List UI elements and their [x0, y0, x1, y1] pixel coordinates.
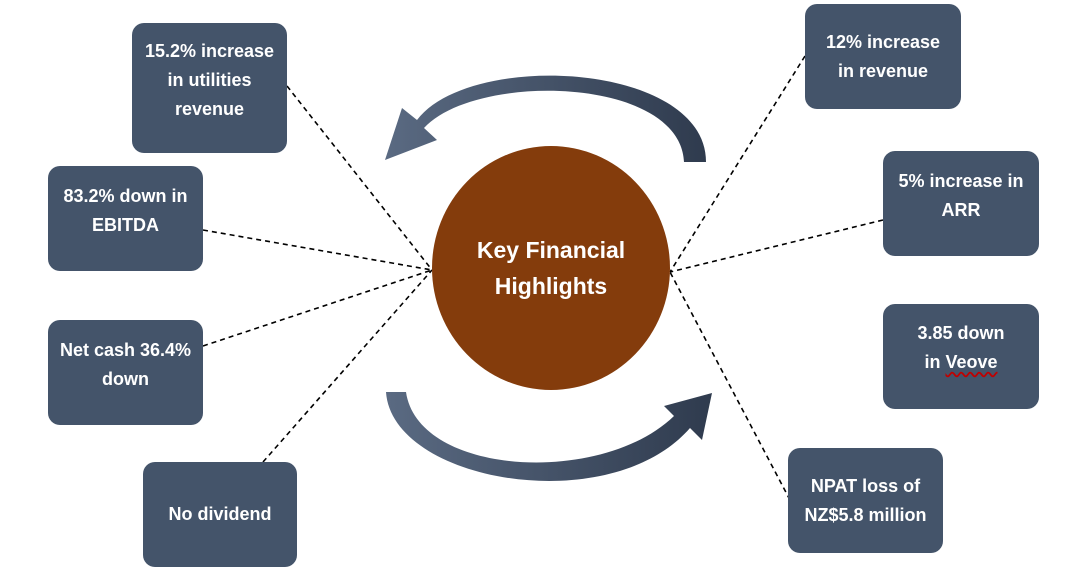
connector-utilities: [286, 85, 433, 271]
center-title: Key Financial Highlights: [476, 237, 626, 299]
highlight-revenue-text: 12% increase in revenue: [825, 31, 941, 81]
cycle-arrow-top: [385, 75, 706, 162]
center-circle: Key Financial Highlights: [432, 146, 670, 390]
connector-ebitda: [202, 229, 433, 271]
highlight-net-cash: Net cash 36.4% down: [48, 320, 203, 425]
highlight-veove: 3.85 down in Veove: [883, 304, 1039, 409]
highlight-npat: NPAT loss of NZ$5.8 million: [788, 448, 943, 553]
highlight-veove-text: 3.85 down in Veove: [907, 319, 1015, 377]
connector-revenue: [669, 55, 806, 273]
highlight-ebitda-text: 83.2% down in EBITDA: [63, 186, 188, 235]
highlight-arr: 5% increase in ARR: [883, 151, 1039, 256]
highlight-npat-text: NPAT loss of NZ$5.8 million: [804, 475, 927, 525]
connector-arr: [669, 219, 884, 273]
connector-net-cash: [202, 269, 433, 347]
connector-npat: [669, 271, 791, 501]
highlight-dividend-text: No dividend: [168, 504, 272, 524]
highlight-ebitda: 83.2% down in EBITDA: [48, 166, 203, 271]
highlight-revenue: 12% increase in revenue: [805, 4, 961, 109]
highlight-arr-text: 5% increase in ARR: [898, 171, 1024, 220]
highlight-dividend: No dividend: [143, 462, 297, 567]
highlight-veove-word: Veove: [945, 352, 998, 372]
highlight-veove-prefix: 3.85 down in: [917, 323, 1005, 372]
cycle-arrow-bottom: [386, 392, 712, 481]
highlight-utilities: 15.2% increase in utilities revenue: [132, 23, 287, 153]
highlight-net-cash-text: Net cash 36.4% down: [59, 340, 192, 389]
highlight-utilities-text: 15.2% increase in utilities revenue: [144, 41, 275, 119]
connector-dividend: [262, 269, 433, 463]
